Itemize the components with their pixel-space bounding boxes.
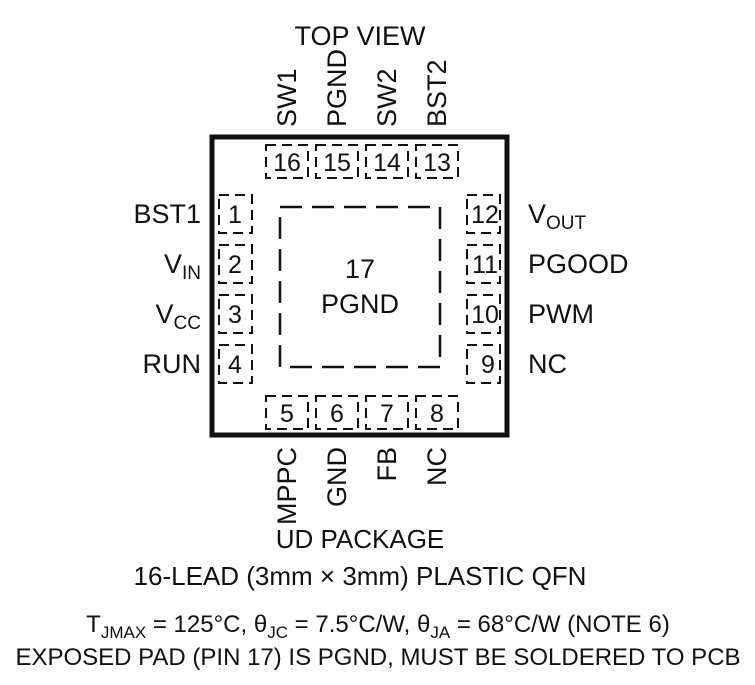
pin-number-12: 12 bbox=[471, 201, 499, 229]
pin-pad-13 bbox=[415, 144, 459, 179]
pin-number-9: 9 bbox=[481, 351, 495, 379]
package-name: UD PACKAGE bbox=[276, 524, 445, 554]
pin-pad-9 bbox=[466, 344, 501, 384]
pin-number-5: 5 bbox=[280, 400, 294, 428]
pin-pad-7 bbox=[365, 395, 409, 430]
pin-number-11: 11 bbox=[472, 251, 498, 279]
pin-number-10: 10 bbox=[471, 301, 499, 329]
pin-pad-11 bbox=[466, 244, 501, 284]
pin-number-7: 7 bbox=[380, 400, 394, 428]
pin-label-nc-right: NC bbox=[528, 349, 567, 379]
pin-pad-10 bbox=[466, 294, 501, 334]
pin-pad-6 bbox=[315, 395, 359, 430]
package-body bbox=[209, 134, 510, 438]
pin-label-sw2: SW2 bbox=[372, 68, 402, 127]
pin-pad-14 bbox=[365, 144, 409, 179]
pin-number-3: 3 bbox=[228, 301, 242, 329]
pin-pad-12 bbox=[466, 194, 501, 234]
pin-label-fb: FB bbox=[372, 447, 402, 482]
exposed-pad-note: EXPOSED PAD (PIN 17) IS PGND, MUST BE SO… bbox=[15, 644, 740, 671]
pin-label-vout: VOUT bbox=[528, 199, 587, 234]
thermal-specs: TJMAX = 125°C, θJC = 7.5°C/W, θJA = 68°C… bbox=[86, 611, 670, 642]
pin-label-bst2: BST2 bbox=[422, 59, 452, 127]
exposed-pad-number: 17 bbox=[345, 254, 375, 284]
pin-number-6: 6 bbox=[330, 400, 344, 428]
pin-pad-4 bbox=[218, 344, 253, 384]
pin-pad-15 bbox=[315, 144, 359, 179]
pin-label-bst1: BST1 bbox=[133, 199, 201, 229]
pin-label-pgnd-top: PGND bbox=[322, 49, 352, 127]
pin-label-pgood: PGOOD bbox=[528, 249, 629, 279]
pin-label-sw1: SW1 bbox=[272, 68, 302, 127]
pin-number-14: 14 bbox=[373, 149, 401, 177]
pin-pad-16 bbox=[265, 144, 309, 179]
pin-pad-2 bbox=[218, 244, 253, 284]
pin-label-vcc: VCC bbox=[156, 299, 201, 334]
pin-number-1: 1 bbox=[228, 201, 242, 229]
pin-label-nc-bottom: NC bbox=[422, 447, 452, 486]
pin-pad-1 bbox=[218, 194, 253, 234]
package-description: 16-LEAD (3mm × 3mm) PLASTIC QFN bbox=[134, 561, 587, 591]
pin-pad-5 bbox=[265, 395, 309, 430]
pin-number-2: 2 bbox=[228, 251, 242, 279]
pin-label-mppc: MPPC bbox=[272, 447, 302, 525]
pin-number-16: 16 bbox=[273, 149, 301, 177]
bottom-pins: 5 6 7 8 MPPC GND FB NC bbox=[265, 395, 459, 525]
pin-label-run: RUN bbox=[143, 349, 202, 379]
pin-label-vin: VIN bbox=[164, 249, 201, 284]
pin-label-gnd: GND bbox=[322, 447, 352, 507]
view-label: TOP VIEW bbox=[294, 21, 426, 51]
pin-label-pwm: PWM bbox=[528, 299, 594, 329]
right-pins: 12 11 10 9 VOUT PGOOD PWM NC bbox=[466, 194, 629, 384]
exposed-pad bbox=[278, 205, 442, 369]
pin-number-13: 13 bbox=[423, 149, 451, 177]
pin-number-4: 4 bbox=[228, 351, 242, 379]
pin-number-8: 8 bbox=[430, 400, 444, 428]
pin-pad-8 bbox=[415, 395, 459, 430]
pin-pad-3 bbox=[218, 294, 253, 334]
top-pins: 16 15 14 13 SW1 PGND SW2 BST2 bbox=[265, 49, 459, 179]
pin-number-15: 15 bbox=[323, 149, 351, 177]
left-pins: 1 2 3 4 BST1 VIN VCC RUN bbox=[133, 194, 253, 384]
exposed-pad-name: PGND bbox=[321, 289, 399, 319]
